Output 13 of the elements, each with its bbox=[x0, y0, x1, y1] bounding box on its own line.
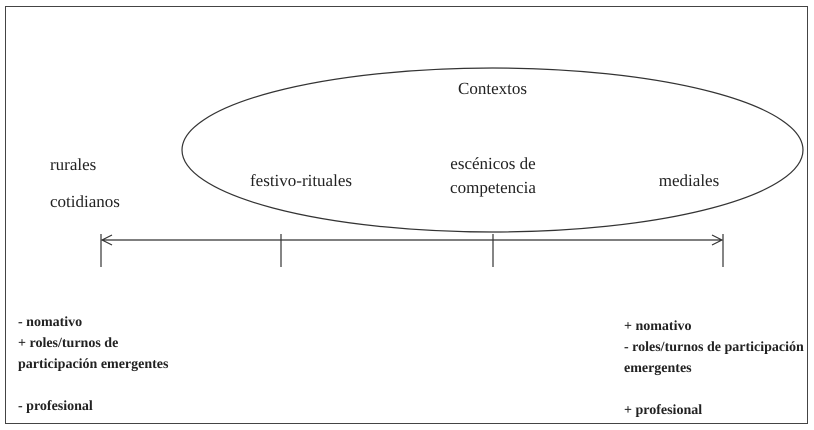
ellipse-heading: Contextos bbox=[457, 78, 528, 100]
context-ellipse bbox=[181, 67, 804, 233]
context-label: escénicos de competencia bbox=[449, 153, 537, 199]
feature-line: + profesional bbox=[624, 402, 704, 420]
feature-line: - profesional bbox=[18, 398, 94, 416]
category-label: rurales bbox=[50, 154, 96, 176]
feature-line: + roles/turnos de participación emergentes bbox=[18, 335, 170, 374]
context-label: mediales bbox=[658, 170, 720, 192]
context-label: festivo-rituales bbox=[249, 170, 353, 192]
feature-line: + nomativo bbox=[624, 318, 692, 336]
feature-line: - roles/turnos de participación emergentes bbox=[624, 339, 804, 378]
feature-line: - nomativo bbox=[18, 314, 84, 332]
category-label: cotidianos bbox=[50, 191, 120, 213]
